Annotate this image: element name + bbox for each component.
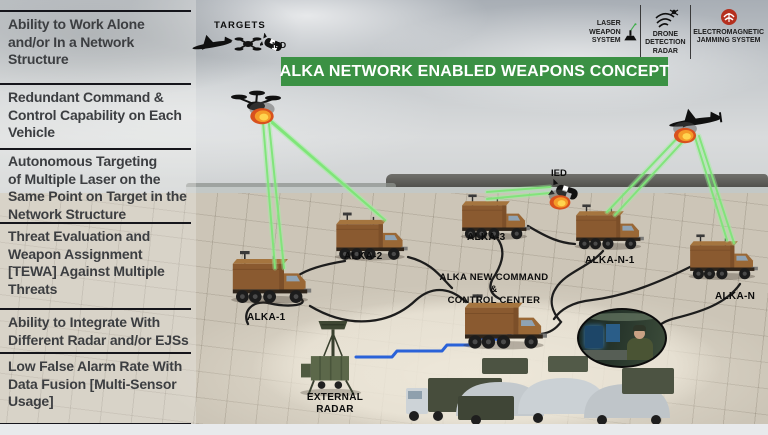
- legend-label: LASER WEAPON SYSTEM: [589, 20, 621, 45]
- legend-em-jamming: ELECTROMAGNETIC JAMMING SYSTEM: [690, 5, 766, 59]
- inset-screen: [606, 324, 620, 342]
- divider: [0, 10, 191, 12]
- targets-label: TARGETS: [214, 20, 266, 31]
- system-legend: LASER WEAPON SYSTEM DRONE DETECTION RADA…: [580, 5, 766, 59]
- alka-n-1-label: ALKA-N-1: [585, 255, 635, 266]
- inset-operator: [627, 338, 653, 360]
- capability-item: Threat Evaluation and Weapon Assignment …: [8, 228, 165, 297]
- bottom-margin: [0, 424, 768, 435]
- jamming-icon: [720, 9, 737, 25]
- divider: [0, 352, 191, 354]
- alka-1-vehicle: [228, 250, 316, 308]
- inset-operator-cap: [633, 325, 646, 331]
- legend-laser-weapon: LASER WEAPON SYSTEM: [580, 5, 640, 59]
- inset-screen: [585, 326, 603, 348]
- divider: [0, 83, 191, 85]
- legend-label: DRONE DETECTION RADAR: [645, 31, 686, 55]
- capability-item: Ability to Integrate With Different Rada…: [8, 314, 189, 348]
- ied-icon-label: IED: [272, 40, 287, 50]
- inset-console: [583, 350, 633, 360]
- divider: [0, 308, 191, 310]
- divider: [0, 222, 191, 224]
- sea-strip: [186, 187, 768, 195]
- capabilities-panel: Ability to Work Alone and/or In a Networ…: [0, 0, 196, 428]
- alka-n-label: ALKA-N: [715, 291, 756, 302]
- legend-label: ELECTROMAGNETIC JAMMING SYSTEM: [693, 29, 764, 45]
- burning-drone-target: [669, 108, 723, 144]
- parked-support-trucks: [406, 356, 674, 425]
- capability-item: Autonomous Targeting of Multiple Laser o…: [8, 153, 187, 222]
- alka-3-label: ALKA-3: [467, 232, 506, 243]
- command-center-label: ALKA NEW COMMAND & CONTROL CENTER: [439, 272, 549, 306]
- inset-operator-head: [634, 328, 645, 339]
- inset-ceiling-light: [587, 313, 657, 321]
- title-banner: ALKA NETWORK ENABLED WEAPONS CONCEPT: [280, 57, 669, 86]
- external-radar-label: EXTERNAL RADAR: [306, 392, 364, 415]
- radar-waves-icon: [655, 9, 679, 28]
- quadcopter-icon: [234, 37, 262, 51]
- ied-target-label: IED: [551, 168, 567, 179]
- capability-item: Redundant Command & Control Capability o…: [8, 89, 182, 140]
- burning-quadcopter-target: [231, 90, 281, 125]
- divider: [0, 148, 191, 150]
- ied-shell-icon: [260, 33, 282, 52]
- targets-group: TARGETS: [188, 20, 298, 60]
- laser-turret-icon: [623, 23, 637, 41]
- alka-n-vehicle: [686, 234, 762, 283]
- legend-drone-detection: DRONE DETECTION RADAR: [639, 5, 691, 59]
- alka-2-label: ALKA-2: [344, 251, 383, 262]
- capability-item: Ability to Work Alone and/or In a Networ…: [8, 16, 145, 67]
- external-radar-vehicle: [298, 318, 368, 398]
- capability-item: Low False Alarm Rate With Data Fusion [M…: [8, 358, 183, 409]
- alka-1-label: ALKA-1: [247, 312, 286, 323]
- drone-plane-icon: [192, 34, 233, 50]
- burning-ied-target: [548, 178, 578, 210]
- operators-inset-photo: [577, 308, 667, 368]
